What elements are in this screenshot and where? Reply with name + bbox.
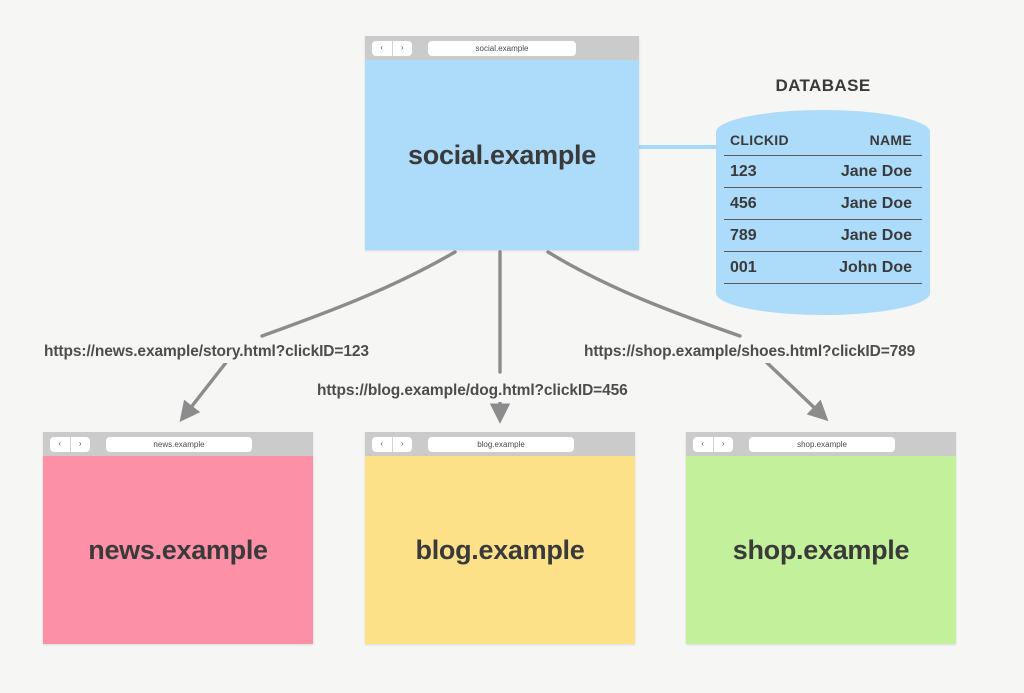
news-nav-pill: ‹ ›	[50, 436, 90, 452]
cell-name: Jane Doe	[810, 155, 922, 188]
cell-clickid: 789	[724, 219, 811, 252]
blog-page-content: blog.example	[365, 456, 635, 644]
cell-name: Jane Doe	[810, 219, 922, 252]
back-icon[interactable]: ‹	[372, 40, 393, 56]
edge-label-news: https://news.example/story.html?clickID=…	[41, 341, 372, 363]
edge-social-to-news-lower	[179, 358, 230, 422]
edge-label-shop: https://shop.example/shoes.html?clickID=…	[581, 341, 919, 363]
database-title: DATABASE	[775, 76, 871, 95]
blog-nav-pill: ‹ ›	[372, 436, 412, 452]
table-row: 123 Jane Doe	[724, 155, 922, 188]
blog-toolbar: ‹ › blog.example	[365, 432, 635, 456]
forward-icon[interactable]: ›	[78, 439, 82, 448]
back-icon[interactable]: ‹	[372, 436, 393, 452]
forward-icon[interactable]: ›	[721, 439, 725, 448]
edge-social-to-shop-upper	[546, 250, 742, 338]
shop-browser-window[interactable]: ‹ › shop.example shop.example	[686, 432, 956, 644]
news-url-input[interactable]: news.example	[106, 436, 252, 452]
table-row: 789 Jane Doe	[724, 219, 922, 252]
news-toolbar: ‹ › news.example	[43, 432, 313, 456]
social-toolbar: ‹ › social.example	[365, 36, 639, 60]
blog-page-title: blog.example	[415, 534, 585, 565]
shop-page-content: shop.example	[686, 456, 956, 644]
column-header-clickid: CLICKID	[730, 132, 789, 148]
database-header-row: CLICKID NAME	[724, 132, 922, 156]
shop-nav-pill: ‹ ›	[693, 436, 733, 452]
database-table: CLICKID NAME 123 Jane Doe 456 Jane Doe 7…	[724, 132, 922, 284]
cell-name: John Doe	[810, 251, 922, 284]
cell-clickid: 001	[724, 251, 811, 284]
news-browser-window[interactable]: ‹ › news.example news.example	[43, 432, 313, 644]
cell-clickid: 456	[724, 187, 811, 220]
news-page-title: news.example	[88, 534, 268, 565]
cell-name: Jane Doe	[810, 187, 922, 220]
blog-browser-window[interactable]: ‹ › blog.example blog.example	[365, 432, 635, 644]
edge-social-to-shop-lower	[760, 356, 829, 422]
social-page-content: social.example	[365, 60, 639, 250]
table-row: 001 John Doe	[724, 251, 922, 284]
social-browser-window[interactable]: ‹ › social.example social.example	[365, 36, 639, 250]
edge-social-to-news-upper	[260, 250, 457, 338]
back-icon[interactable]: ‹	[50, 436, 71, 452]
shop-page-title: shop.example	[732, 534, 910, 565]
social-url-input[interactable]: social.example	[428, 40, 576, 56]
news-page-content: news.example	[43, 456, 313, 644]
forward-icon[interactable]: ›	[400, 43, 404, 52]
back-icon[interactable]: ‹	[693, 436, 714, 452]
table-row: 456 Jane Doe	[724, 187, 922, 220]
edge-label-blog: https://blog.example/dog.html?clickID=45…	[314, 380, 631, 402]
shop-url-input[interactable]: shop.example	[749, 436, 895, 452]
column-header-name: NAME	[869, 132, 912, 148]
blog-url-input[interactable]: blog.example	[428, 436, 574, 452]
shop-toolbar: ‹ › shop.example	[686, 432, 956, 456]
social-page-title: social.example	[408, 139, 596, 170]
social-nav-pill: ‹ ›	[372, 40, 412, 56]
forward-icon[interactable]: ›	[400, 439, 404, 448]
cell-clickid: 123	[724, 155, 811, 188]
